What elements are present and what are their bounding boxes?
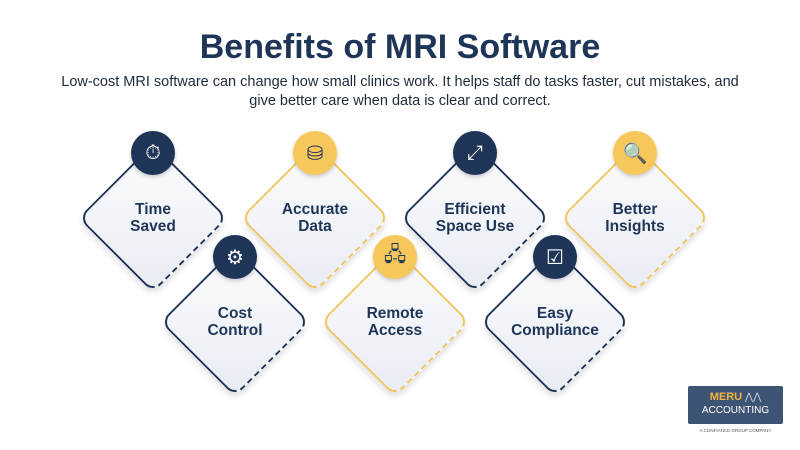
subtitle: Low-cost MRI software can change how sma… bbox=[61, 74, 739, 109]
hand-clock-icon: ⏱ bbox=[131, 131, 175, 175]
resize-icon: ⤢ bbox=[453, 131, 497, 175]
gear-dollar-icon: ⚙ bbox=[213, 235, 257, 279]
benefit-accurate-data: ⛁ Accurate Data bbox=[240, 131, 390, 293]
logo-name: MERU bbox=[709, 391, 743, 403]
checklist-icon: ☑ bbox=[533, 235, 577, 279]
benefit-label: Better Insights bbox=[605, 201, 665, 235]
benefit-better-insights: 🔍 Better Insights bbox=[560, 131, 710, 293]
benefit-label: Remote Access bbox=[366, 305, 424, 339]
benefit-efficient-space-use: ⤢ Efficient Space Use bbox=[400, 131, 550, 293]
network-icon: 🖧 bbox=[373, 235, 417, 279]
benefit-time-saved: ⏱ Time Saved bbox=[78, 131, 228, 293]
shield-database-icon: ⛁ bbox=[293, 131, 337, 175]
benefit-easy-compliance: ☑ Easy Compliance bbox=[480, 235, 630, 397]
logo-name-2: ACCOUNTING bbox=[701, 405, 770, 416]
benefit-label: Cost Control bbox=[207, 305, 263, 339]
meru-accounting-logo: MERU ⋀⋀ACCOUNTING bbox=[688, 386, 783, 424]
magnifier-chart-icon: 🔍 bbox=[613, 131, 657, 175]
logo-tagline: A CONFIANCE GROUP COMPANY bbox=[699, 428, 772, 433]
benefit-label: Time Saved bbox=[130, 201, 176, 235]
benefit-label: Accurate Data bbox=[281, 201, 349, 235]
benefit-label: Easy Compliance bbox=[511, 305, 599, 339]
benefit-label: Efficient Space Use bbox=[435, 201, 515, 235]
benefit-remote-access: 🖧 Remote Access bbox=[320, 235, 470, 397]
page-title: Benefits of MRI Software bbox=[199, 28, 601, 66]
benefit-cost-control: ⚙ Cost Control bbox=[160, 235, 310, 397]
